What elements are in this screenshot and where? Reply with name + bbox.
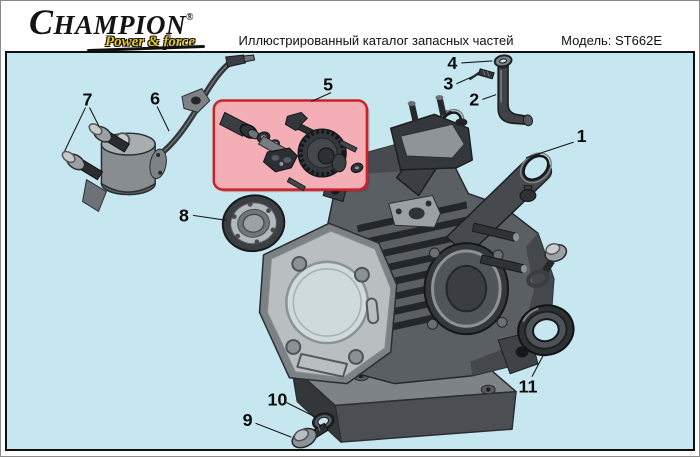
logo-text: CHAMPION <box>29 2 187 42</box>
champion-logo: CHAMPION® Power & force <box>29 3 206 52</box>
callout-4[interactable]: 4 <box>447 53 457 73</box>
registered-mark-icon: ® <box>186 12 195 23</box>
logo-wordmark: CHAMPION® <box>29 3 199 40</box>
callout-lines <box>64 60 574 438</box>
part-10-washer <box>311 412 335 431</box>
callout-7[interactable]: 7 <box>83 90 93 110</box>
part-7-bolts <box>61 123 130 181</box>
callout-2[interactable]: 2 <box>469 90 479 110</box>
camshaft-kit-parts <box>219 111 364 192</box>
part-9-drain-bolt <box>291 422 329 449</box>
callout-8[interactable]: 8 <box>179 205 189 225</box>
callout-5[interactable]: 5 <box>323 75 333 95</box>
engine-block <box>258 95 568 443</box>
callout-3[interactable]: 3 <box>443 74 453 94</box>
part-11-oil-seal <box>517 304 575 357</box>
callout-1[interactable]: 1 <box>577 126 587 146</box>
catalog-title: Иллюстрированный каталог запасных частей <box>238 33 514 48</box>
model-label: Модель: ST662E <box>561 33 662 48</box>
callout-6[interactable]: 6 <box>150 89 160 109</box>
part-4-washer <box>493 54 513 68</box>
exploded-view-diagram: 1 2 3 4 5 6 7 8 9 10 11 <box>7 53 693 449</box>
page-header: CHAMPION® Power & force Иллюстрированный… <box>1 1 699 52</box>
part-8-bearing <box>221 194 286 253</box>
part-5-highlight[interactable] <box>212 99 370 193</box>
callout-9[interactable]: 9 <box>243 410 253 430</box>
callout-10[interactable]: 10 <box>267 389 287 409</box>
callout-11[interactable]: 11 <box>519 377 538 397</box>
parts-diagram-panel: 1 2 3 4 5 6 7 8 9 10 11 <box>5 51 695 451</box>
part-3-clip <box>469 68 495 80</box>
callout-labels: 1 2 3 4 5 6 7 8 9 10 11 <box>83 53 587 430</box>
